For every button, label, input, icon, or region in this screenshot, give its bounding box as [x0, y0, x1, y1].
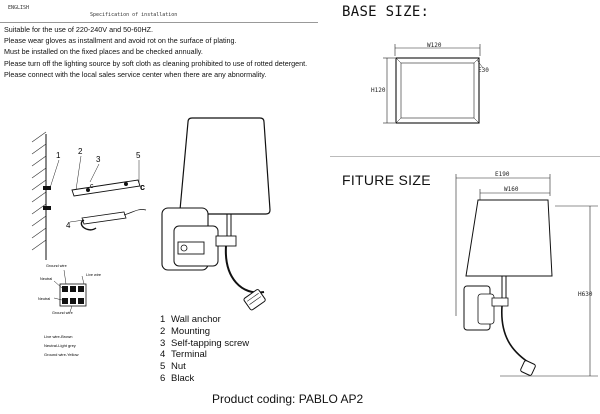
- instruction-line: Must be installed on the fixed places an…: [4, 47, 203, 57]
- header-rule: [0, 22, 318, 23]
- product-coding: Product coding: PABLO AP2: [212, 392, 364, 406]
- language-label: ENGLISH: [8, 5, 30, 11]
- base-size-drawing: W120 H120 E30: [371, 42, 489, 124]
- base-height-label: H120: [371, 87, 386, 94]
- fixture-w-label: W160: [504, 186, 519, 193]
- base-size-title: BASE SIZE:: [342, 4, 430, 20]
- installation-diagram: 1 2 3 5 4 c c Ground wire Live wire Neut…: [31, 131, 147, 357]
- callout-3: 3: [96, 155, 101, 164]
- base-depth-label: E30: [478, 67, 489, 74]
- fixture-size-drawing: E190 W160 H630: [455, 171, 598, 377]
- instruction-line: Please wear gloves as installment and av…: [4, 36, 237, 46]
- spec-title: Specification of installation: [90, 12, 178, 18]
- instructions-block: Suitable for the use of 220-240V and 50-…: [4, 24, 307, 80]
- instruction-line: Suitable for the use of 220-240V and 50-…: [4, 25, 154, 34]
- wire-color-live: Live wire-Brown: [44, 334, 72, 339]
- wire-color-ground: Ground wire-Yellow: [44, 352, 79, 357]
- base-width-label: W120: [427, 42, 442, 49]
- neutral-label-1: Neutral: [40, 277, 52, 281]
- callout-1: 1: [56, 151, 61, 160]
- neutral-label-2: Neutral: [38, 297, 50, 301]
- lamp-illustration: [161, 117, 271, 311]
- svg-text:c: c: [140, 182, 145, 192]
- ground-wire-bottom-label: Ground wire: [52, 311, 73, 315]
- ground-wire-top-label: Ground wire: [46, 264, 67, 268]
- live-wire-label: Live wire: [86, 273, 101, 277]
- instruction-line: Please connect with the local sales serv…: [4, 69, 267, 79]
- fixture-e-label: E190: [495, 171, 510, 178]
- instruction-line: Please turn off the lighting source by s…: [4, 58, 308, 68]
- fixture-h-label: H630: [578, 291, 593, 298]
- section-divider: [330, 156, 600, 157]
- wire-color-neutral: Neutral-Light grey: [44, 343, 76, 348]
- callout-2: 2: [78, 147, 83, 156]
- callout-4: 4: [66, 221, 71, 230]
- callout-5: 5: [136, 151, 141, 160]
- fixture-size-title: FITURE SIZE: [342, 172, 431, 188]
- svg-text:c: c: [90, 183, 94, 190]
